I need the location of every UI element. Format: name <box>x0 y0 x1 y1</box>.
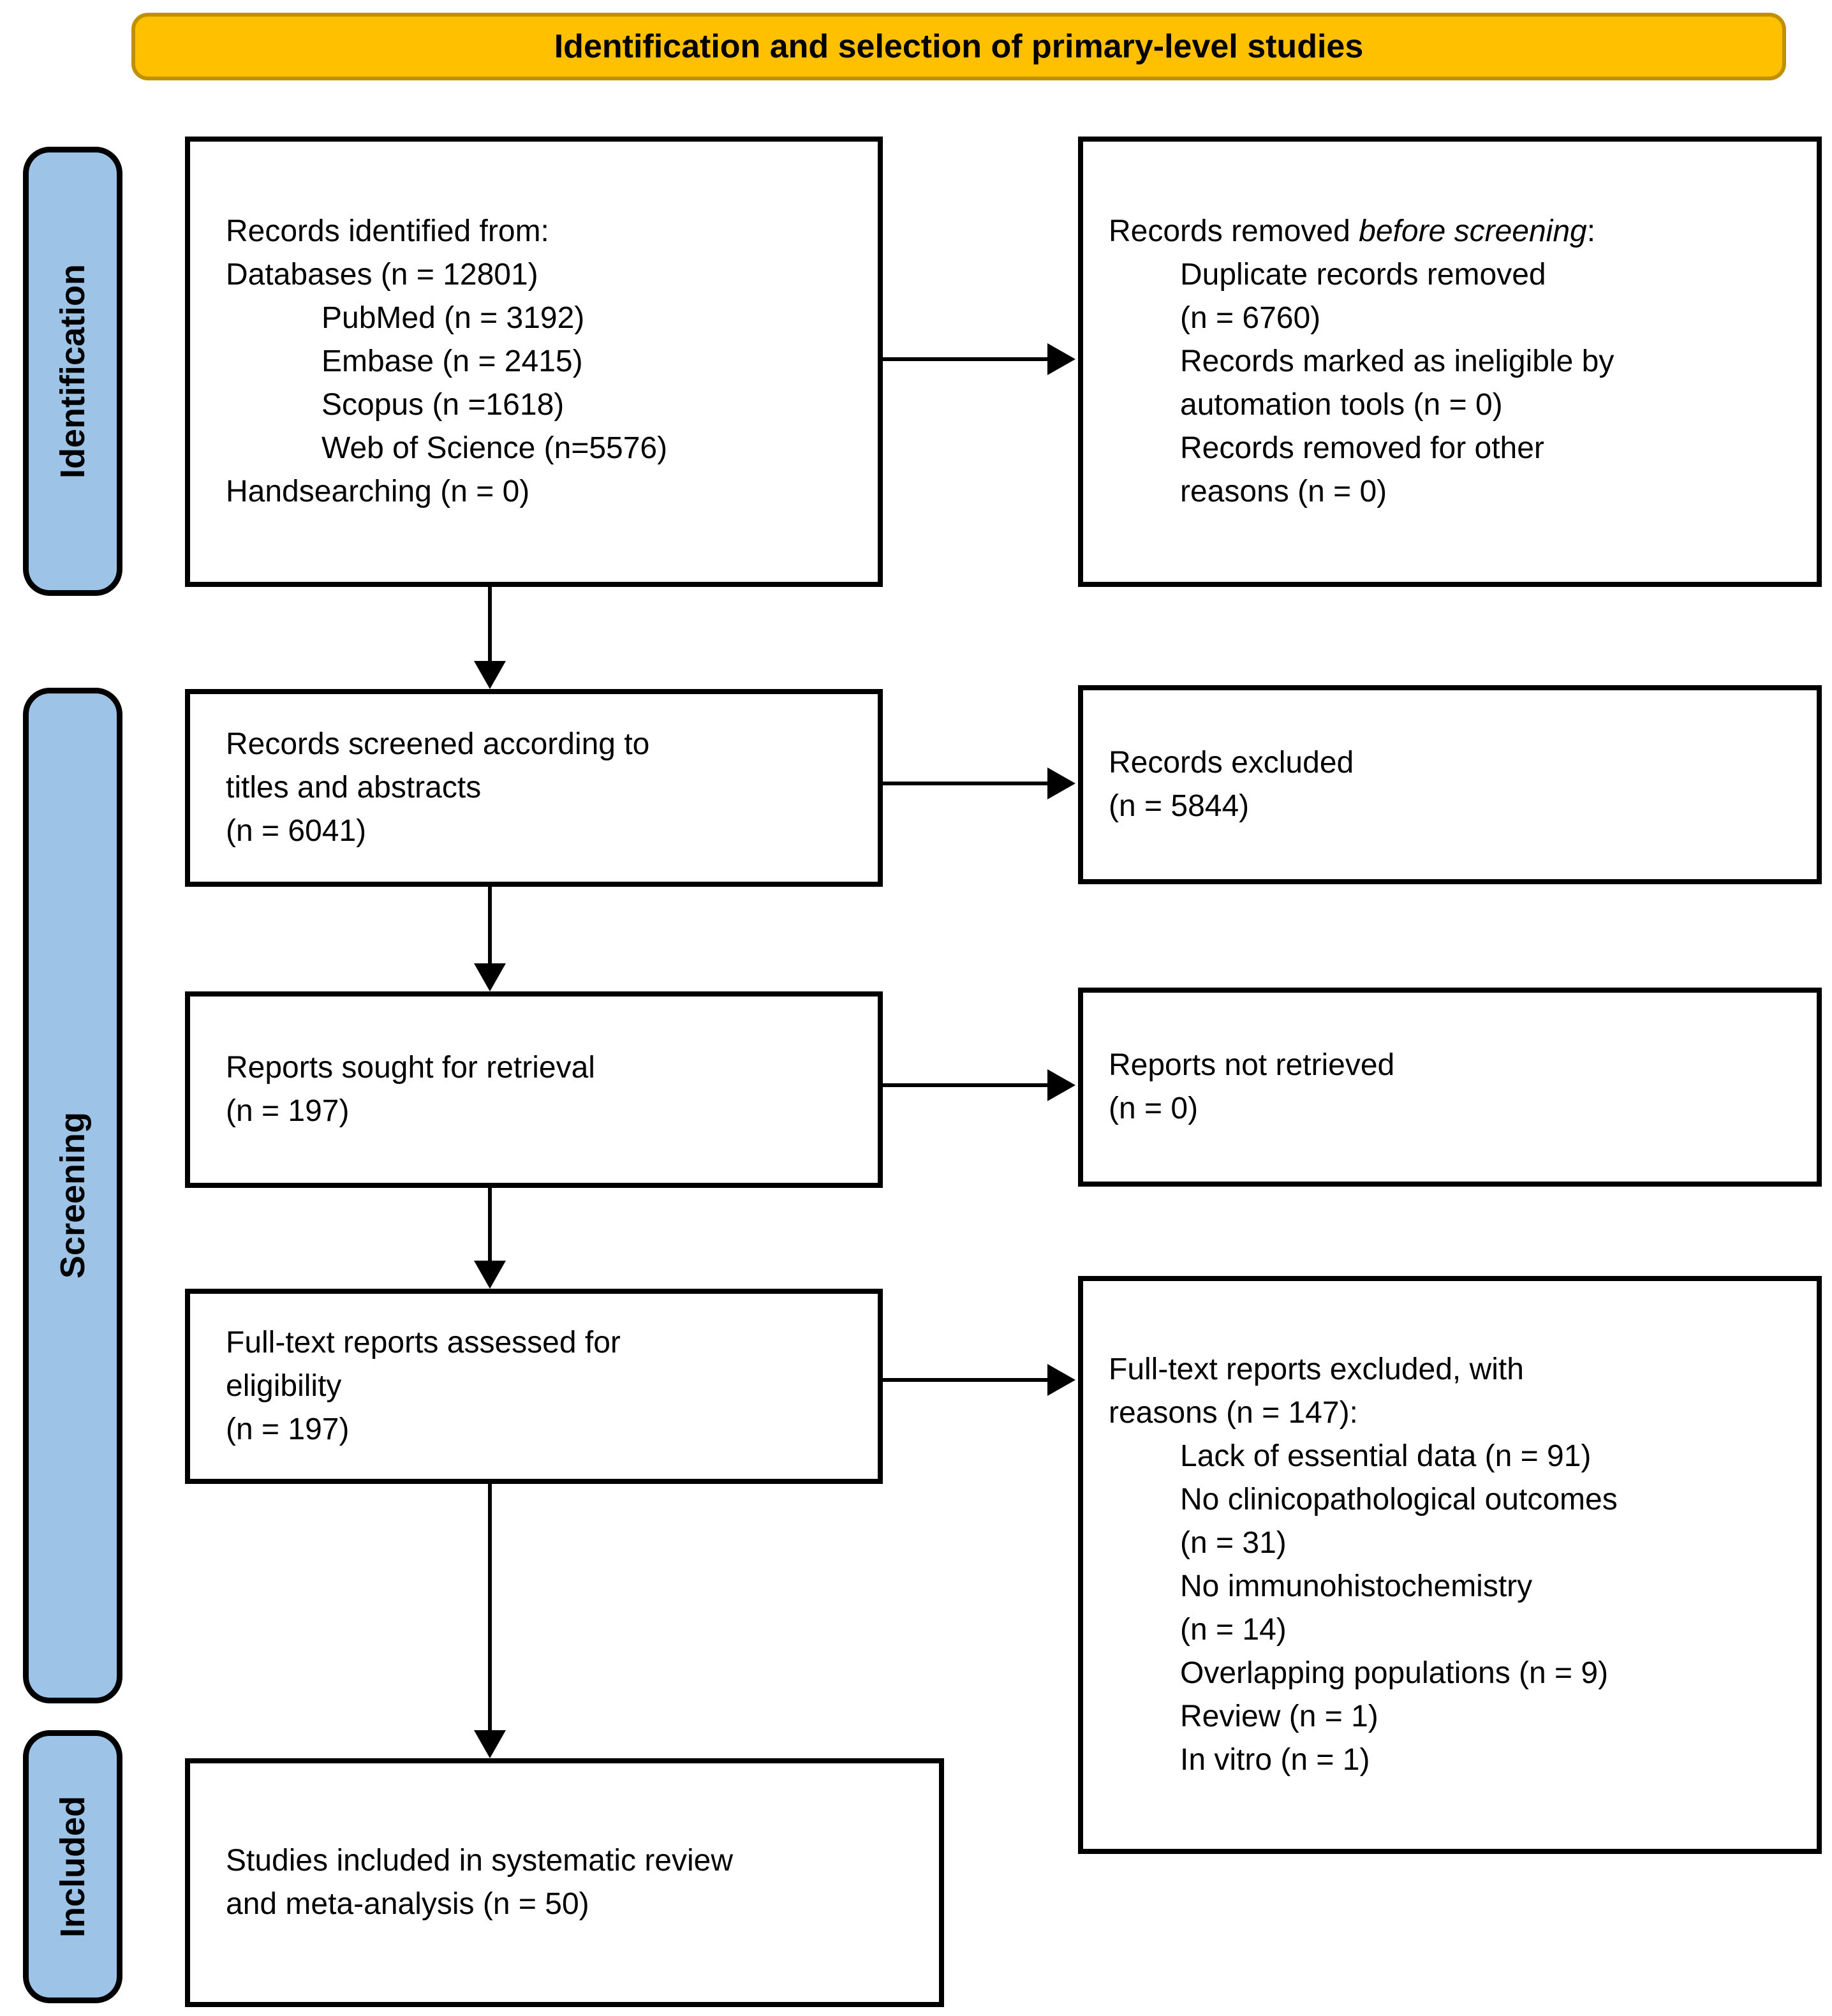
text-segment: Records removed <box>1109 214 1359 248</box>
text-line: Databases (n = 12801) <box>226 258 538 292</box>
box-reports-not-retrieved: Reports not retrieved (n = 0) <box>1078 988 1822 1187</box>
stage-label-identification-text: Identification <box>54 264 92 478</box>
stage-label-identification: Identification <box>23 147 122 596</box>
text-line: Handsearching (n = 0) <box>226 475 530 508</box>
text-line: (n = 6760) <box>1180 301 1321 335</box>
text-line: Records identified from: <box>226 214 549 248</box>
arrow-assessed-to-included <box>488 1484 492 1730</box>
box-fulltext-excluded: Full-text reports excluded, with reasons… <box>1078 1276 1822 1854</box>
arrow-sought-to-assessed <box>488 1188 492 1261</box>
stage-label-screening: Screening <box>23 688 122 1703</box>
text-line: Studies included in systematic review <box>226 1844 734 1878</box>
box-records-screened: Records screened according to titles and… <box>185 689 883 887</box>
text-line: (n = 197) <box>226 1412 350 1446</box>
box-records-removed: Records removed before screening: Duplic… <box>1078 137 1822 587</box>
text-line: No clinicopathological outcomes <box>1180 1483 1618 1516</box>
text-line: Full-text reports assessed for <box>226 1326 621 1360</box>
stage-label-screening-text: Screening <box>54 1112 92 1279</box>
text-line: (n = 6041) <box>226 814 367 848</box>
text-line: (n = 0) <box>1109 1092 1199 1125</box>
text-segment-italic: before screening <box>1359 214 1587 248</box>
text-line: PubMed (n = 3192) <box>321 301 585 335</box>
banner: Identification and selection of primary-… <box>131 13 1786 80</box>
stage-label-included: Included <box>23 1730 122 2003</box>
text-line: Scopus (n =1618) <box>321 388 565 422</box>
box-studies-included: Studies included in systematic review an… <box>185 1758 944 2007</box>
text-line: Review (n = 1) <box>1180 1700 1378 1733</box>
box-reports-sought: Reports sought for retrieval (n = 197) <box>185 991 883 1188</box>
text-line: Records removed for other <box>1180 431 1544 465</box>
text-line: (n = 5844) <box>1109 789 1250 823</box>
arrow-screened-to-sought <box>488 887 492 963</box>
text-line: Records marked as ineligible by <box>1180 345 1614 378</box>
text-line: (n = 197) <box>226 1094 350 1128</box>
text-line: Overlapping populations (n = 9) <box>1180 1656 1609 1690</box>
text-line: Full-text reports excluded, with <box>1109 1353 1524 1386</box>
text-line: Reports not retrieved <box>1109 1048 1395 1082</box>
text-line: and meta-analysis (n = 50) <box>226 1887 589 1921</box>
text-line: Records screened according to <box>226 727 650 761</box>
box-fulltext-assessed: Full-text reports assessed for eligibili… <box>185 1289 883 1484</box>
text-line: Reports sought for retrieval <box>226 1051 595 1085</box>
box-records-excluded: Records excluded (n = 5844) <box>1078 685 1822 884</box>
text-line: titles and abstracts <box>226 771 482 804</box>
text-line: reasons (n = 0) <box>1180 475 1387 508</box>
text-line: No immunohistochemistry <box>1180 1569 1533 1603</box>
arrow-screened-to-excluded <box>883 782 1047 785</box>
arrow-sought-to-not-retrieved <box>883 1083 1047 1087</box>
arrow-identified-to-screened <box>488 587 492 661</box>
text-line: automation tools (n = 0) <box>1180 388 1503 422</box>
text-line: Duplicate records removed <box>1180 258 1546 292</box>
text-line: Lack of essential data (n = 91) <box>1180 1439 1592 1473</box>
text-line: In vitro (n = 1) <box>1180 1743 1370 1777</box>
stage-label-included-text: Included <box>54 1795 92 1938</box>
text-line: (n = 14) <box>1180 1613 1287 1647</box>
text-line: reasons (n = 147): <box>1109 1396 1358 1430</box>
box-records-identified: Records identified from: Databases (n = … <box>185 137 883 587</box>
text-line: Records excluded <box>1109 746 1354 780</box>
arrow-assessed-to-fulltext-excluded <box>883 1378 1047 1382</box>
banner-title: Identification and selection of primary-… <box>554 28 1364 65</box>
text-segment: : <box>1586 214 1596 248</box>
text-line: Web of Science (n=5576) <box>321 431 668 465</box>
text-line: (n = 31) <box>1180 1526 1287 1560</box>
arrow-identified-to-removed <box>883 357 1047 361</box>
text-line: Embase (n = 2415) <box>321 345 583 378</box>
text-line: Records removed before screening: <box>1109 210 1808 253</box>
text-line: eligibility <box>226 1369 342 1403</box>
